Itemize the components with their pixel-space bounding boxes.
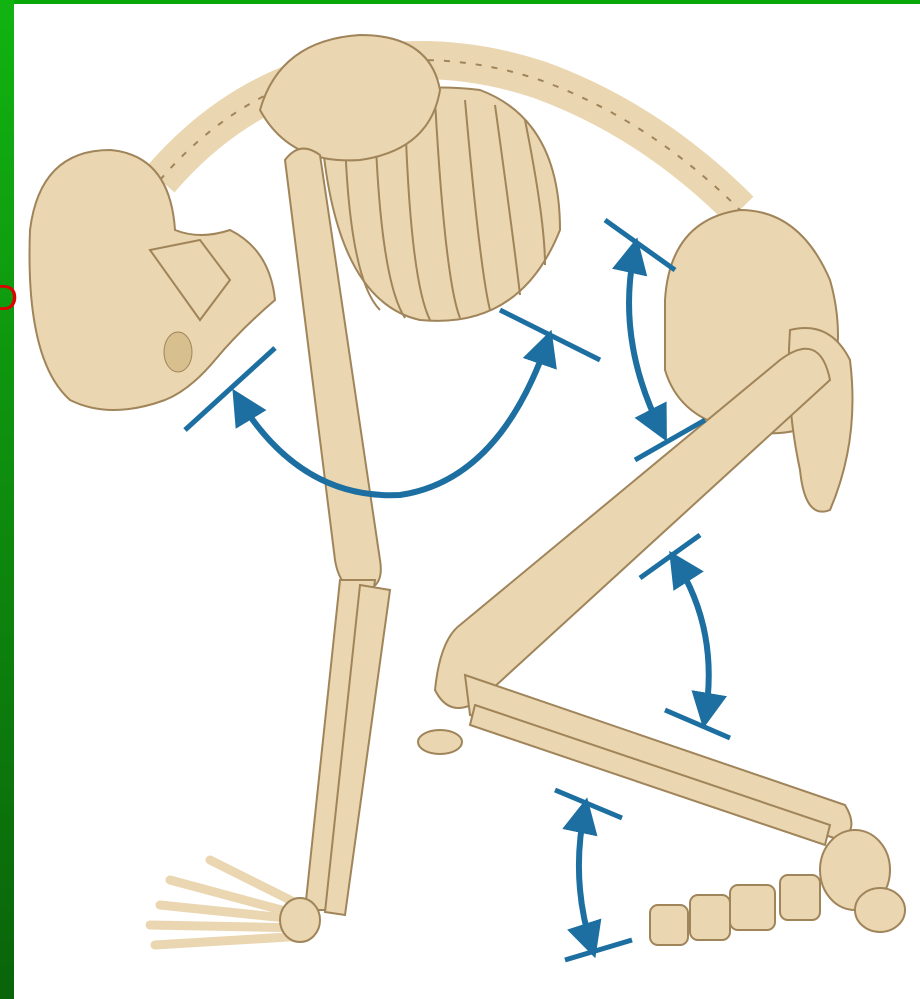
skull: [30, 150, 276, 410]
ankle-flexion-arrow: [555, 790, 632, 960]
patella: [418, 730, 462, 754]
forearm: [305, 580, 390, 915]
femur: [435, 349, 830, 708]
foot-bones: [650, 830, 905, 945]
lower-leg: [465, 675, 851, 845]
hand-bones: [150, 860, 320, 945]
knee-flexion-arrow: [640, 535, 730, 738]
neck-flexion-arrow: [185, 310, 600, 495]
